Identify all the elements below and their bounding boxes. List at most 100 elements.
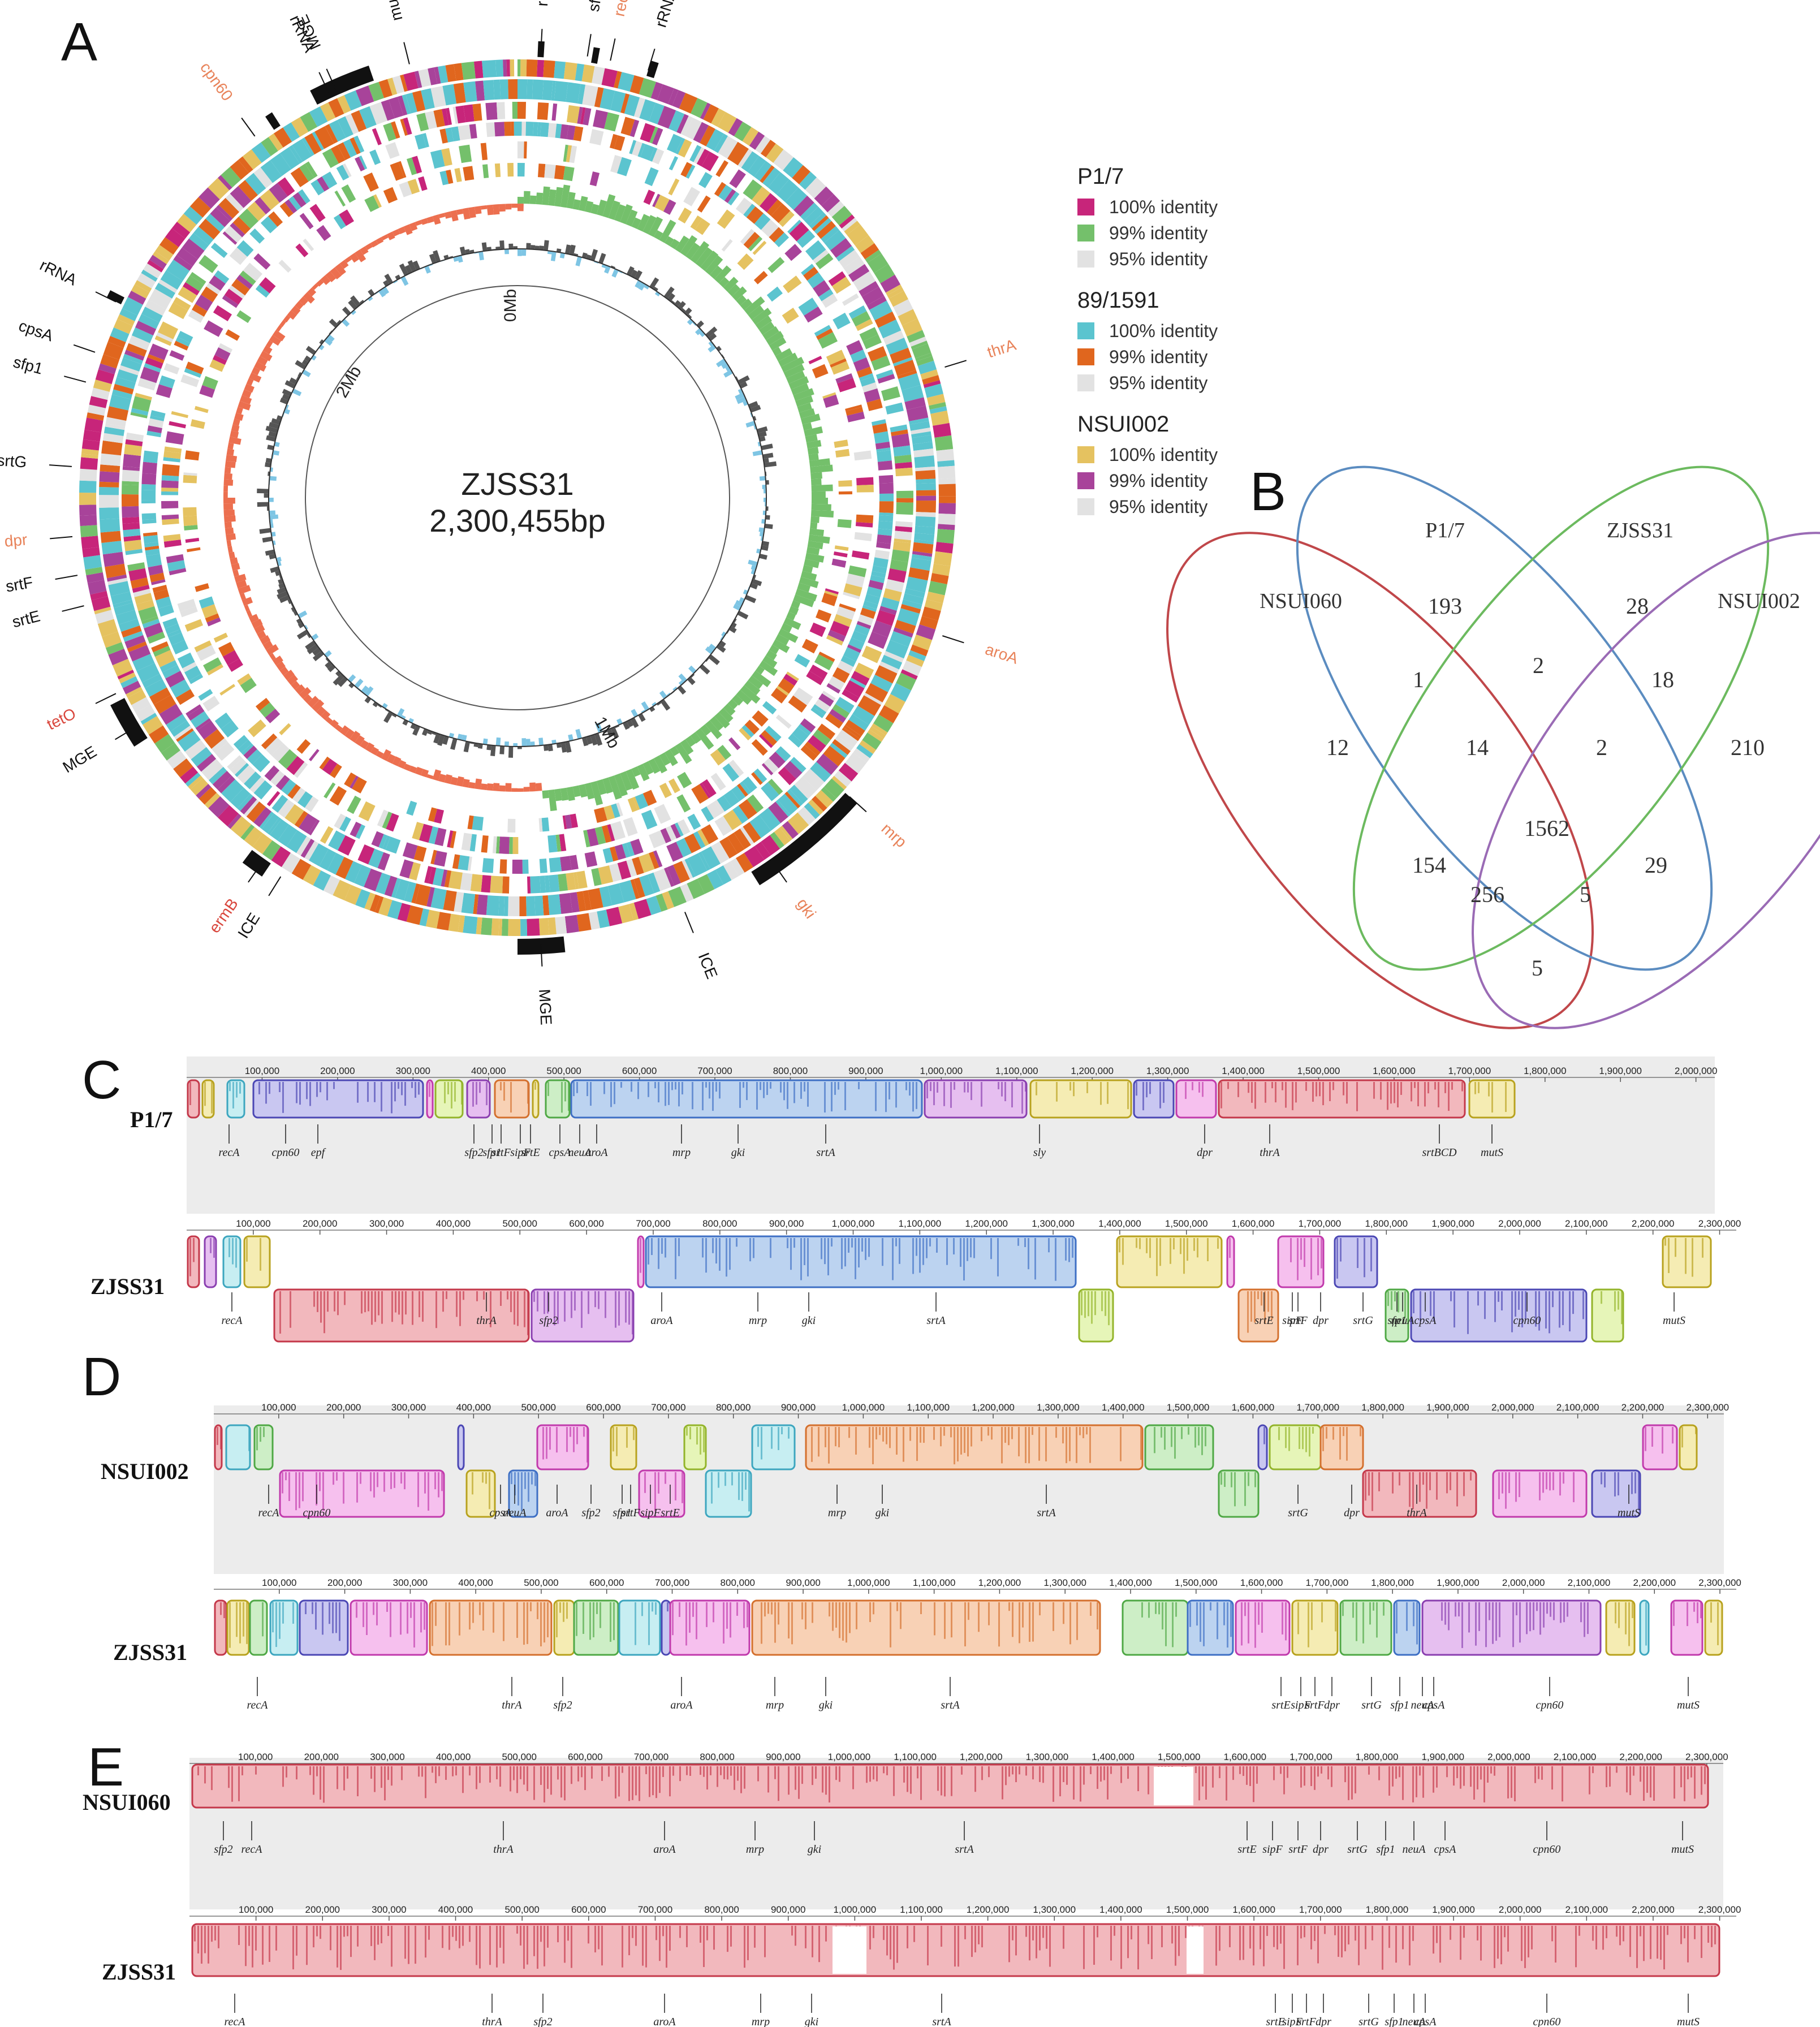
circos-segment [534,895,544,916]
identity-profile [499,1766,501,1787]
identity-profile [1640,1766,1641,1782]
ruler-label: 100,000 [245,1066,279,1076]
circos-segment [216,204,233,221]
identity-profile [798,1766,800,1799]
circos-segment [878,705,899,723]
ruler-label: 1,000,000 [920,1066,963,1076]
identity-profile [1265,1082,1266,1103]
identity-profile [1273,1766,1275,1780]
identity-profile [1229,1238,1231,1258]
identity-profile [1460,1926,1461,1960]
identity-profile [337,1926,338,1968]
identity-profile [662,1766,664,1777]
identity-profile [1515,1472,1517,1502]
identity-profile [710,1766,711,1775]
identity-profile [678,1238,680,1257]
identity-profile [1192,1082,1193,1090]
circos-segment [101,541,123,555]
circos-segment [83,555,102,570]
identity-profile [547,1082,549,1096]
identity-profile [1215,1926,1217,1966]
circos-segment [111,389,133,400]
circos-segment [810,761,831,782]
circos-segment [912,551,933,557]
identity-profile [839,1602,840,1638]
circos-segment [842,218,857,232]
identity-profile [1335,1602,1336,1632]
circos-segment [102,631,122,648]
identity-profile [343,1472,344,1504]
identity-profile [1396,1602,1398,1634]
identity-profile [838,1082,839,1090]
circos-segment [458,915,465,933]
ruler-label: 400,000 [456,1402,491,1413]
identity-profile [1308,1602,1309,1648]
circos-segment [805,177,826,199]
identity-profile [1501,1291,1503,1311]
identity-profile [658,1472,659,1494]
identity-profile [652,1602,653,1612]
gene-label: srtE [521,1146,540,1159]
ruler-label: 300,000 [391,1402,426,1413]
identity-profile [1356,1082,1358,1111]
identity-profile [1717,1602,1719,1645]
identity-profile [1086,1082,1088,1093]
identity-profile [1684,1766,1685,1801]
identity-profile [1681,1427,1683,1448]
circos-segment [149,255,167,269]
identity-profile [872,1427,874,1464]
identity-profile [1015,1926,1017,1956]
lcb-block [661,1599,671,1656]
circos-segment [185,772,201,787]
circos-segment [328,98,344,118]
circos-segment [159,704,183,725]
identity-profile [566,1427,568,1452]
circos-segment [208,796,230,818]
identity-profile [1511,1291,1513,1332]
identity-profile [496,1766,498,1780]
ruler-label: 700,000 [638,1904,672,1915]
identity-profile [822,1766,823,1793]
identity-profile [1643,1766,1645,1801]
gene-label: mrp [766,1699,784,1711]
circos-segment [917,360,937,374]
identity-profile [1055,1427,1057,1438]
circos-segment [381,99,395,121]
ruler-label: 1,900,000 [1432,1904,1475,1915]
identity-profile [418,1082,420,1095]
identity-profile [608,1766,610,1777]
identity-profile [312,1602,313,1614]
identity-profile [1394,1082,1395,1103]
identity-profile [489,1472,490,1510]
circos-segment [506,59,510,77]
identity-profile [1073,1766,1075,1800]
identity-profile [583,1602,584,1634]
circos-segment [912,435,933,445]
identity-profile [988,1602,990,1625]
identity-profile [313,1926,314,1948]
circos-segment [577,84,586,105]
identity-profile [1083,1926,1085,1969]
identity-profile [1409,1926,1411,1966]
gene-label: mrp [828,1507,846,1519]
identity-profile [521,1472,523,1512]
identity-profile [795,1926,796,1946]
identity-profile [1453,1766,1455,1786]
identity-profile [1667,1926,1668,1935]
circos-segment [824,778,844,799]
identity-profile [442,1926,443,1948]
circos-segment [208,766,227,784]
gene-label: dpr [1344,1507,1360,1519]
identity-profile [778,1766,779,1801]
identity-profile [709,1082,710,1099]
circos-segment [495,59,504,77]
circos-segment [400,74,408,92]
identity-profile [1395,1766,1397,1779]
circos-segment [174,725,192,740]
identity-profile [405,1291,407,1315]
circos-segment [774,827,791,846]
identity-profile [1230,1602,1232,1637]
identity-profile [1633,1766,1634,1776]
identity-profile [622,1766,623,1773]
circos-segment [599,886,613,908]
